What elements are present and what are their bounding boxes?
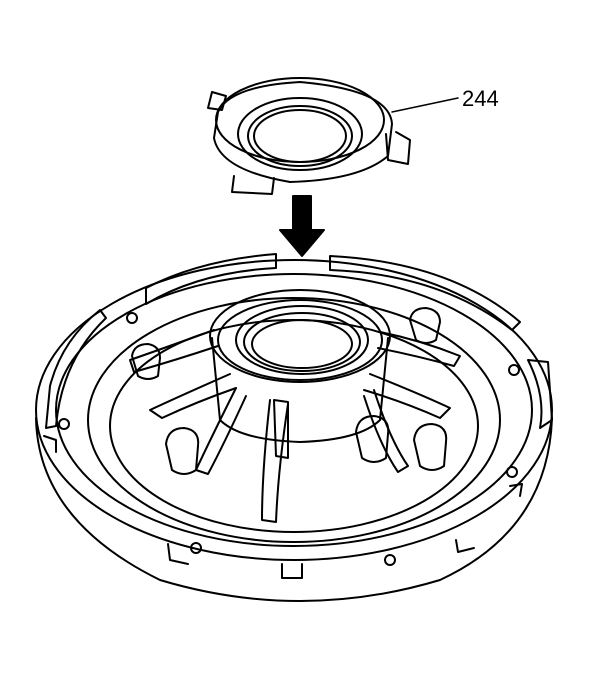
bolt-hole bbox=[508, 364, 520, 376]
seal-ring-lip-outer bbox=[237, 97, 363, 171]
arrow-down-icon bbox=[279, 195, 325, 257]
housing-outer-base bbox=[35, 417, 553, 602]
rim-notch bbox=[43, 435, 57, 453]
boss bbox=[413, 423, 448, 471]
boss bbox=[409, 307, 441, 344]
central-hub-top-outer bbox=[209, 289, 391, 383]
central-hub-top-step bbox=[217, 299, 383, 381]
bolt-hole bbox=[506, 466, 518, 478]
support-rib bbox=[129, 329, 219, 373]
housing-wall-segment-far-left bbox=[45, 309, 107, 429]
central-hub-body bbox=[211, 337, 389, 443]
boss bbox=[165, 427, 200, 475]
seal-ring-bore bbox=[253, 109, 347, 163]
housing-wall-segment-right bbox=[329, 255, 521, 331]
housing-chamber-outer bbox=[87, 297, 501, 543]
support-rib bbox=[261, 399, 289, 523]
seal-ring-flange bbox=[213, 81, 393, 183]
rim-notch bbox=[281, 563, 303, 579]
seal-ring-right-tab bbox=[385, 131, 411, 165]
support-rib bbox=[363, 373, 451, 419]
bolt-hole bbox=[384, 554, 396, 566]
boss bbox=[355, 415, 390, 463]
seal-ring bbox=[207, 77, 411, 195]
seal-ring-left-tab bbox=[231, 175, 275, 195]
bolt-hole bbox=[190, 542, 202, 554]
rim-notch bbox=[455, 539, 475, 553]
pump-housing bbox=[35, 253, 553, 602]
seal-ring-lip-inner bbox=[247, 105, 353, 167]
central-hub-seal-seat bbox=[235, 305, 369, 375]
seal-ring-flange-lip bbox=[215, 77, 385, 163]
seal-ring-top-tab bbox=[207, 91, 227, 111]
callout-label-244: 244 bbox=[462, 86, 499, 111]
housing-wall-segment-far-right bbox=[527, 359, 553, 429]
support-rib bbox=[149, 373, 237, 419]
rim-notch bbox=[167, 543, 189, 565]
central-hub-slot bbox=[273, 399, 289, 459]
boss bbox=[131, 343, 161, 380]
support-rib bbox=[377, 331, 461, 367]
callout-leader-244 bbox=[391, 97, 459, 113]
rim-notch bbox=[509, 483, 523, 497]
bolt-hole bbox=[126, 312, 138, 324]
bolt-hole bbox=[58, 418, 70, 430]
central-hub-bore bbox=[251, 319, 353, 369]
housing-rim-inner bbox=[55, 273, 533, 547]
housing-wall-segment-left bbox=[145, 253, 277, 305]
central-hub-seal-seat-inner bbox=[243, 312, 361, 372]
